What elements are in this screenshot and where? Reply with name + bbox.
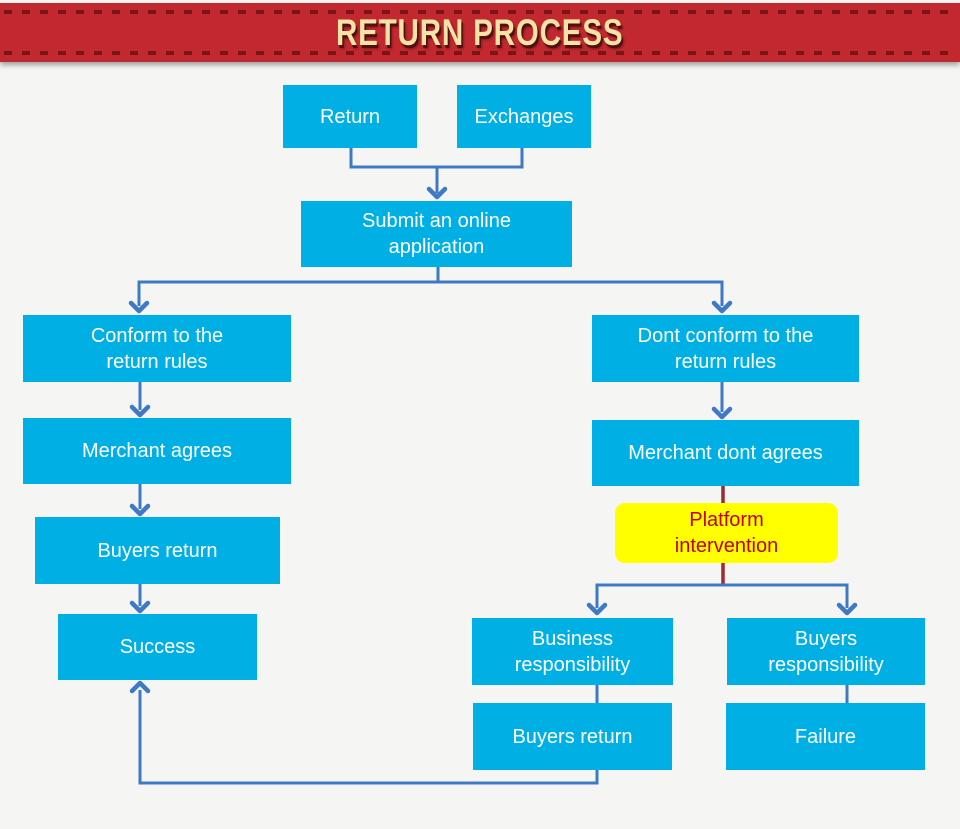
node-conform-rules: Conform to the return rules bbox=[23, 315, 291, 382]
edge-loop-to-success bbox=[138, 690, 599, 785]
arrowhead-into-merchant-dont-agrees bbox=[711, 406, 733, 420]
arrowhead-into-buyers-resp bbox=[836, 602, 858, 616]
page-title: RETURN PROCESS bbox=[336, 12, 624, 53]
arrowhead-into-success-top bbox=[129, 600, 151, 614]
node-business-responsibility: Business responsibility bbox=[472, 618, 673, 685]
edge-split-row2 bbox=[595, 583, 849, 608]
banner-dash-bottom bbox=[4, 51, 956, 55]
edge-split-row1 bbox=[137, 280, 724, 306]
node-success: Success bbox=[58, 614, 257, 680]
node-merchant-dont-agrees: Merchant dont agrees bbox=[592, 420, 859, 486]
node-platform-intervention: Platform intervention bbox=[615, 503, 838, 563]
arrowhead-into-conform bbox=[128, 300, 150, 314]
node-merchant-agrees: Merchant agrees bbox=[23, 418, 291, 484]
node-return: Return bbox=[283, 85, 417, 148]
arrowhead-into-success-bottom bbox=[129, 680, 151, 694]
arrowhead-into-dont-conform bbox=[711, 300, 733, 314]
arrowhead-into-business-resp bbox=[586, 602, 608, 616]
edge-merge-top bbox=[349, 148, 524, 169]
arrowhead-into-submit bbox=[426, 186, 448, 200]
node-exchanges: Exchanges bbox=[457, 85, 591, 148]
banner-dash-top bbox=[4, 10, 956, 14]
node-failure: Failure bbox=[726, 703, 925, 770]
node-submit-application: Submit an online application bbox=[301, 201, 572, 267]
title-banner: RETURN PROCESS bbox=[0, 3, 960, 62]
arrowhead-into-buyers-return-left bbox=[129, 503, 151, 517]
arrowhead-into-merchant-agrees bbox=[129, 404, 151, 418]
node-buyers-return-right: Buyers return bbox=[473, 703, 672, 770]
node-dont-conform-rules: Dont conform to the return rules bbox=[592, 315, 859, 382]
node-buyers-responsibility: Buyers responsibility bbox=[727, 618, 925, 685]
node-buyers-return-left: Buyers return bbox=[35, 517, 280, 584]
